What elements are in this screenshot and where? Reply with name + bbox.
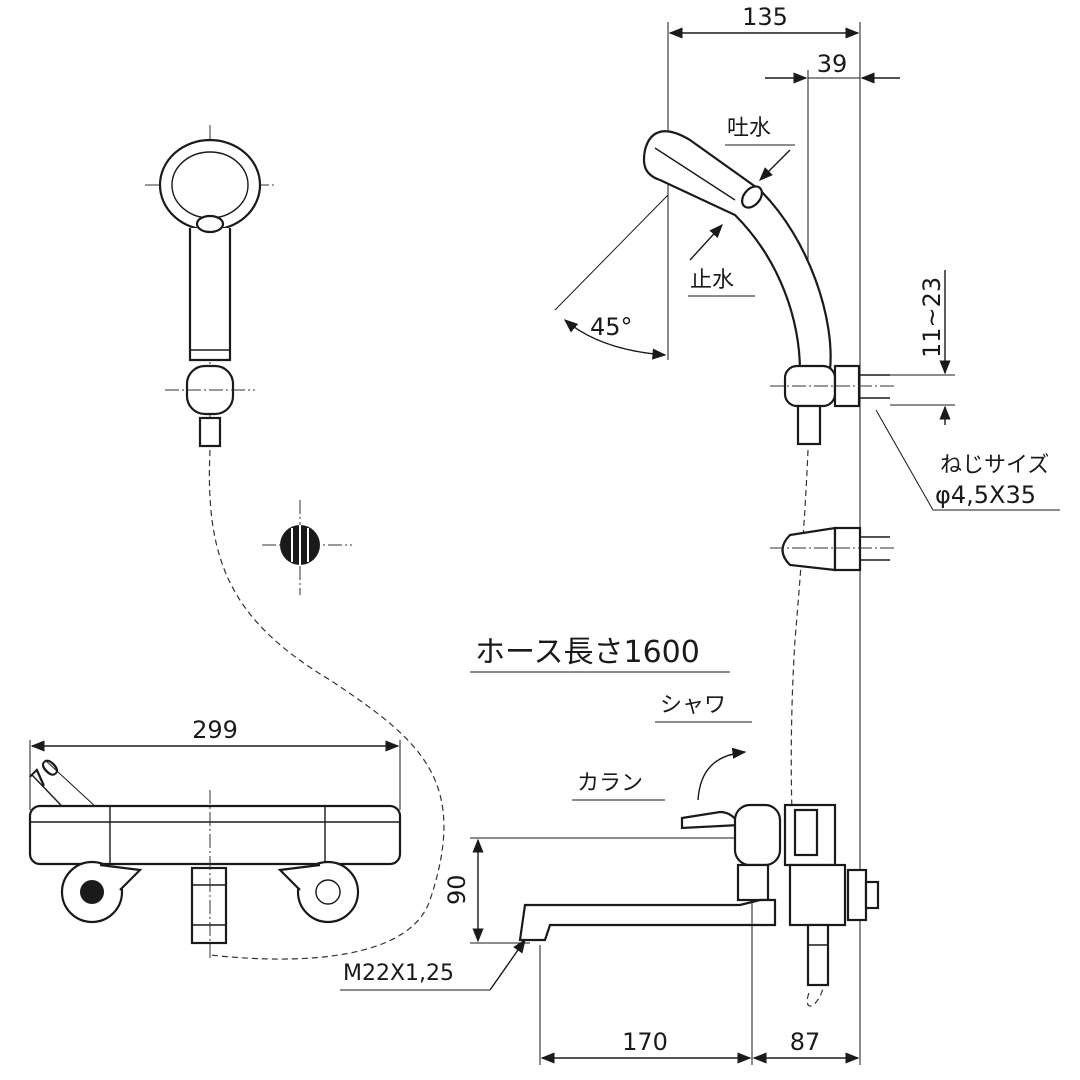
svg-text:11~23: 11~23 bbox=[918, 277, 946, 358]
svg-text:170: 170 bbox=[622, 1028, 668, 1056]
label-screw-size: ねじサイズ φ4,5X35 bbox=[875, 409, 1060, 511]
hose-left bbox=[208, 449, 445, 960]
svg-text:ホース長さ1600: ホース長さ1600 bbox=[475, 635, 700, 670]
svg-text:シャワ: シャワ bbox=[660, 693, 726, 718]
hand-shower-front-view bbox=[145, 125, 275, 450]
svg-text:吐水: 吐水 bbox=[727, 116, 771, 141]
svg-text:87: 87 bbox=[790, 1028, 821, 1056]
shower-holder-side bbox=[770, 526, 895, 572]
faucet-top-view: 299 70 bbox=[24, 716, 402, 960]
svg-text:299: 299 bbox=[192, 716, 238, 744]
svg-text:39: 39 bbox=[817, 50, 848, 78]
dimension-170-87: 170 87 bbox=[539, 900, 860, 1065]
faucet-side-view: 90 bbox=[443, 803, 880, 987]
svg-text:カラン: カラン bbox=[577, 771, 643, 796]
shower-holder-front bbox=[262, 500, 352, 595]
svg-text:70: 70 bbox=[24, 753, 65, 794]
label-spout: カラン bbox=[572, 771, 665, 801]
label-thread: M22X1,25 bbox=[340, 938, 526, 991]
svg-text:M22X1,25: M22X1,25 bbox=[343, 961, 454, 986]
angle-45: 45° bbox=[554, 194, 669, 360]
svg-text:45°: 45° bbox=[590, 313, 633, 341]
svg-text:135: 135 bbox=[742, 3, 788, 31]
hose-connection bbox=[806, 979, 826, 1007]
dimension-11-23: 11~23 bbox=[890, 270, 955, 425]
label-water-out: 吐水 bbox=[725, 116, 795, 181]
hand-shower-side-view bbox=[642, 130, 895, 446]
label-water-stop: 止水 bbox=[688, 223, 755, 297]
label-shower: シャワ bbox=[655, 693, 752, 801]
svg-text:φ4,5X35: φ4,5X35 bbox=[935, 481, 1036, 509]
svg-text:ねじサイズ: ねじサイズ bbox=[940, 453, 1049, 478]
svg-text:止水: 止水 bbox=[690, 268, 734, 293]
svg-text:90: 90 bbox=[443, 874, 471, 905]
dimension-39: 39 bbox=[765, 50, 900, 370]
label-hose-length: ホース長さ1600 bbox=[470, 635, 730, 673]
